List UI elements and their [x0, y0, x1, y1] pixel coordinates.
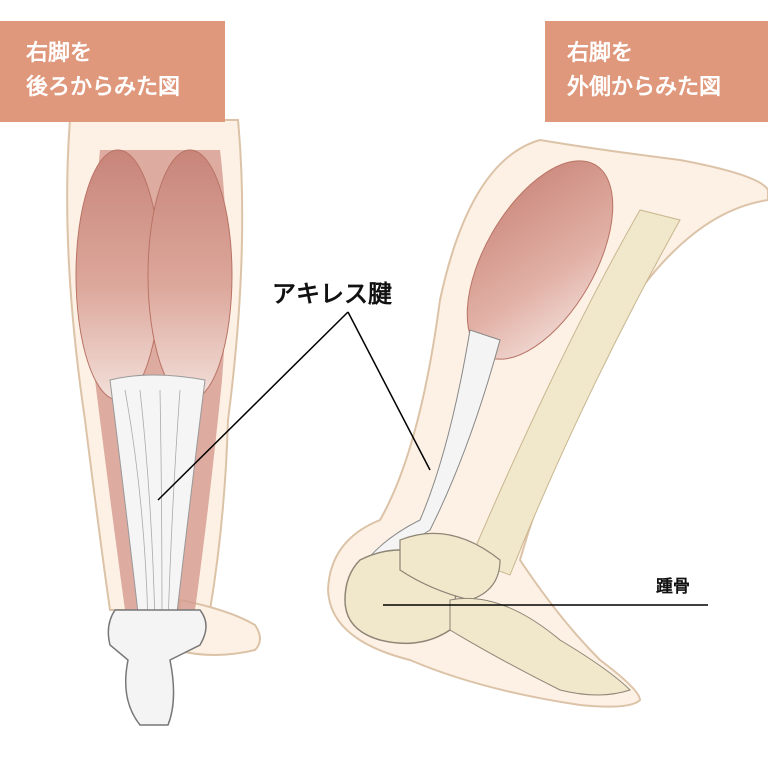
achilles-tendon-label: アキレス腱	[272, 280, 392, 308]
side-view-caption: 右脚を 外側からみた図	[545, 21, 768, 122]
back-view-caption-line1: 右脚を	[26, 41, 93, 66]
leader-lines	[157, 311, 708, 606]
side-view-caption-line1: 右脚を	[567, 41, 634, 66]
calcaneus-label: 踵骨	[656, 577, 690, 597]
back-view-caption-line2: 後ろからみた図	[26, 75, 181, 100]
side-view-leg	[326, 138, 768, 708]
side-view-caption-line2: 外側からみた図	[567, 75, 722, 100]
back-view-caption: 右脚を 後ろからみた図	[0, 21, 225, 122]
back-view-leg	[66, 119, 261, 726]
